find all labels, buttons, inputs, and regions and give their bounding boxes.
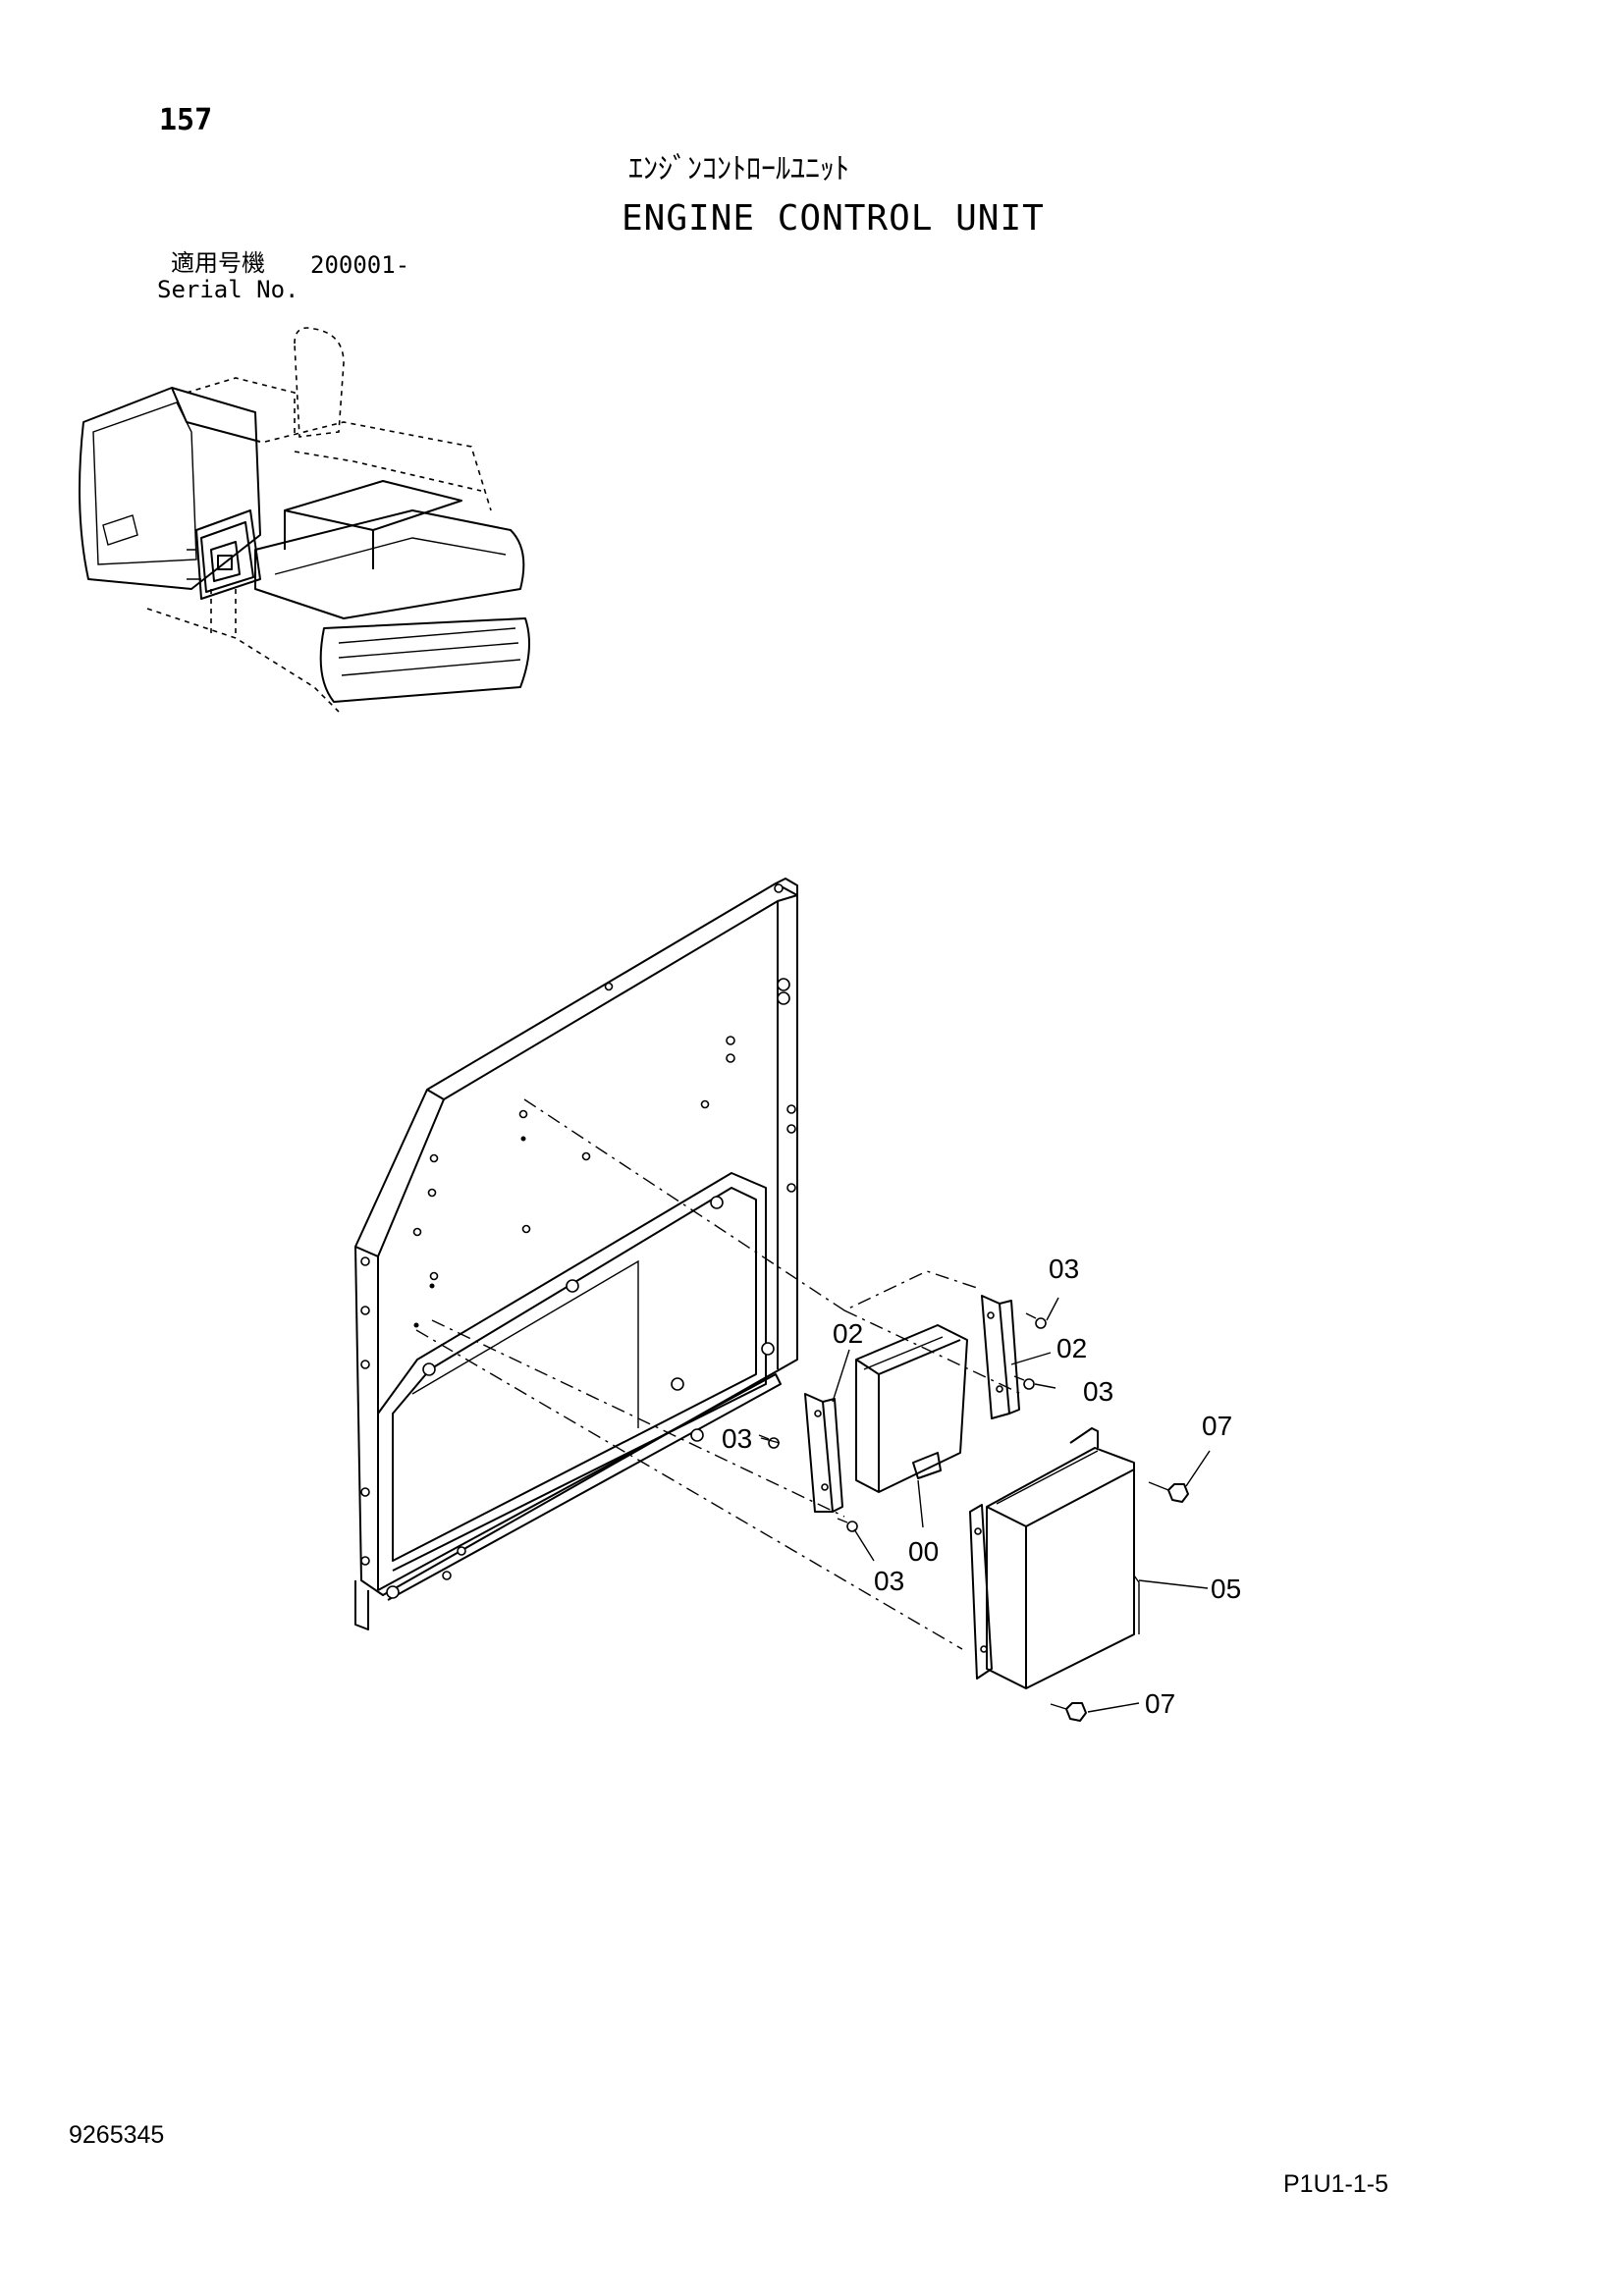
bolt-icon bbox=[1050, 1481, 1189, 1722]
excavator-overview-icon bbox=[79, 327, 530, 713]
serial-label-japanese: 適用号機 bbox=[171, 249, 265, 277]
page-title: ENGINE CONTROL UNIT bbox=[622, 198, 1045, 239]
callout-02-b: 02 bbox=[1056, 1333, 1087, 1363]
callout-02-a: 02 bbox=[833, 1318, 863, 1349]
cover-box-icon bbox=[969, 1427, 1140, 1689]
drawing-number: 9265345 bbox=[69, 2121, 165, 2149]
callout-03-b: 03 bbox=[1083, 1376, 1113, 1407]
callout-03-a: 03 bbox=[1049, 1254, 1079, 1284]
screw-icon bbox=[758, 1312, 1047, 1532]
page-number: 157 bbox=[159, 103, 213, 137]
page-code: P1U1-1-5 bbox=[1283, 2170, 1388, 2198]
callout-07-a: 07 bbox=[1202, 1411, 1232, 1441]
serial-label: Serial No. bbox=[157, 276, 299, 303]
callout-07-b: 07 bbox=[1145, 1688, 1175, 1719]
serial-value: 200001- bbox=[310, 251, 410, 279]
mounting-panel-icon bbox=[354, 878, 798, 1630]
callout-03-c: 03 bbox=[722, 1423, 752, 1454]
callout-03-d: 03 bbox=[874, 1566, 904, 1596]
ecu-box-icon bbox=[855, 1324, 968, 1493]
bracket-icon bbox=[804, 1393, 843, 1513]
callout-05: 05 bbox=[1211, 1574, 1241, 1604]
callout-00: 00 bbox=[908, 1536, 939, 1567]
title-japanese: ｴﾝｼﾞﾝｺﾝﾄﾛｰﾙﾕﾆｯﾄ bbox=[628, 152, 849, 187]
bracket-icon-2 bbox=[981, 1295, 1020, 1419]
